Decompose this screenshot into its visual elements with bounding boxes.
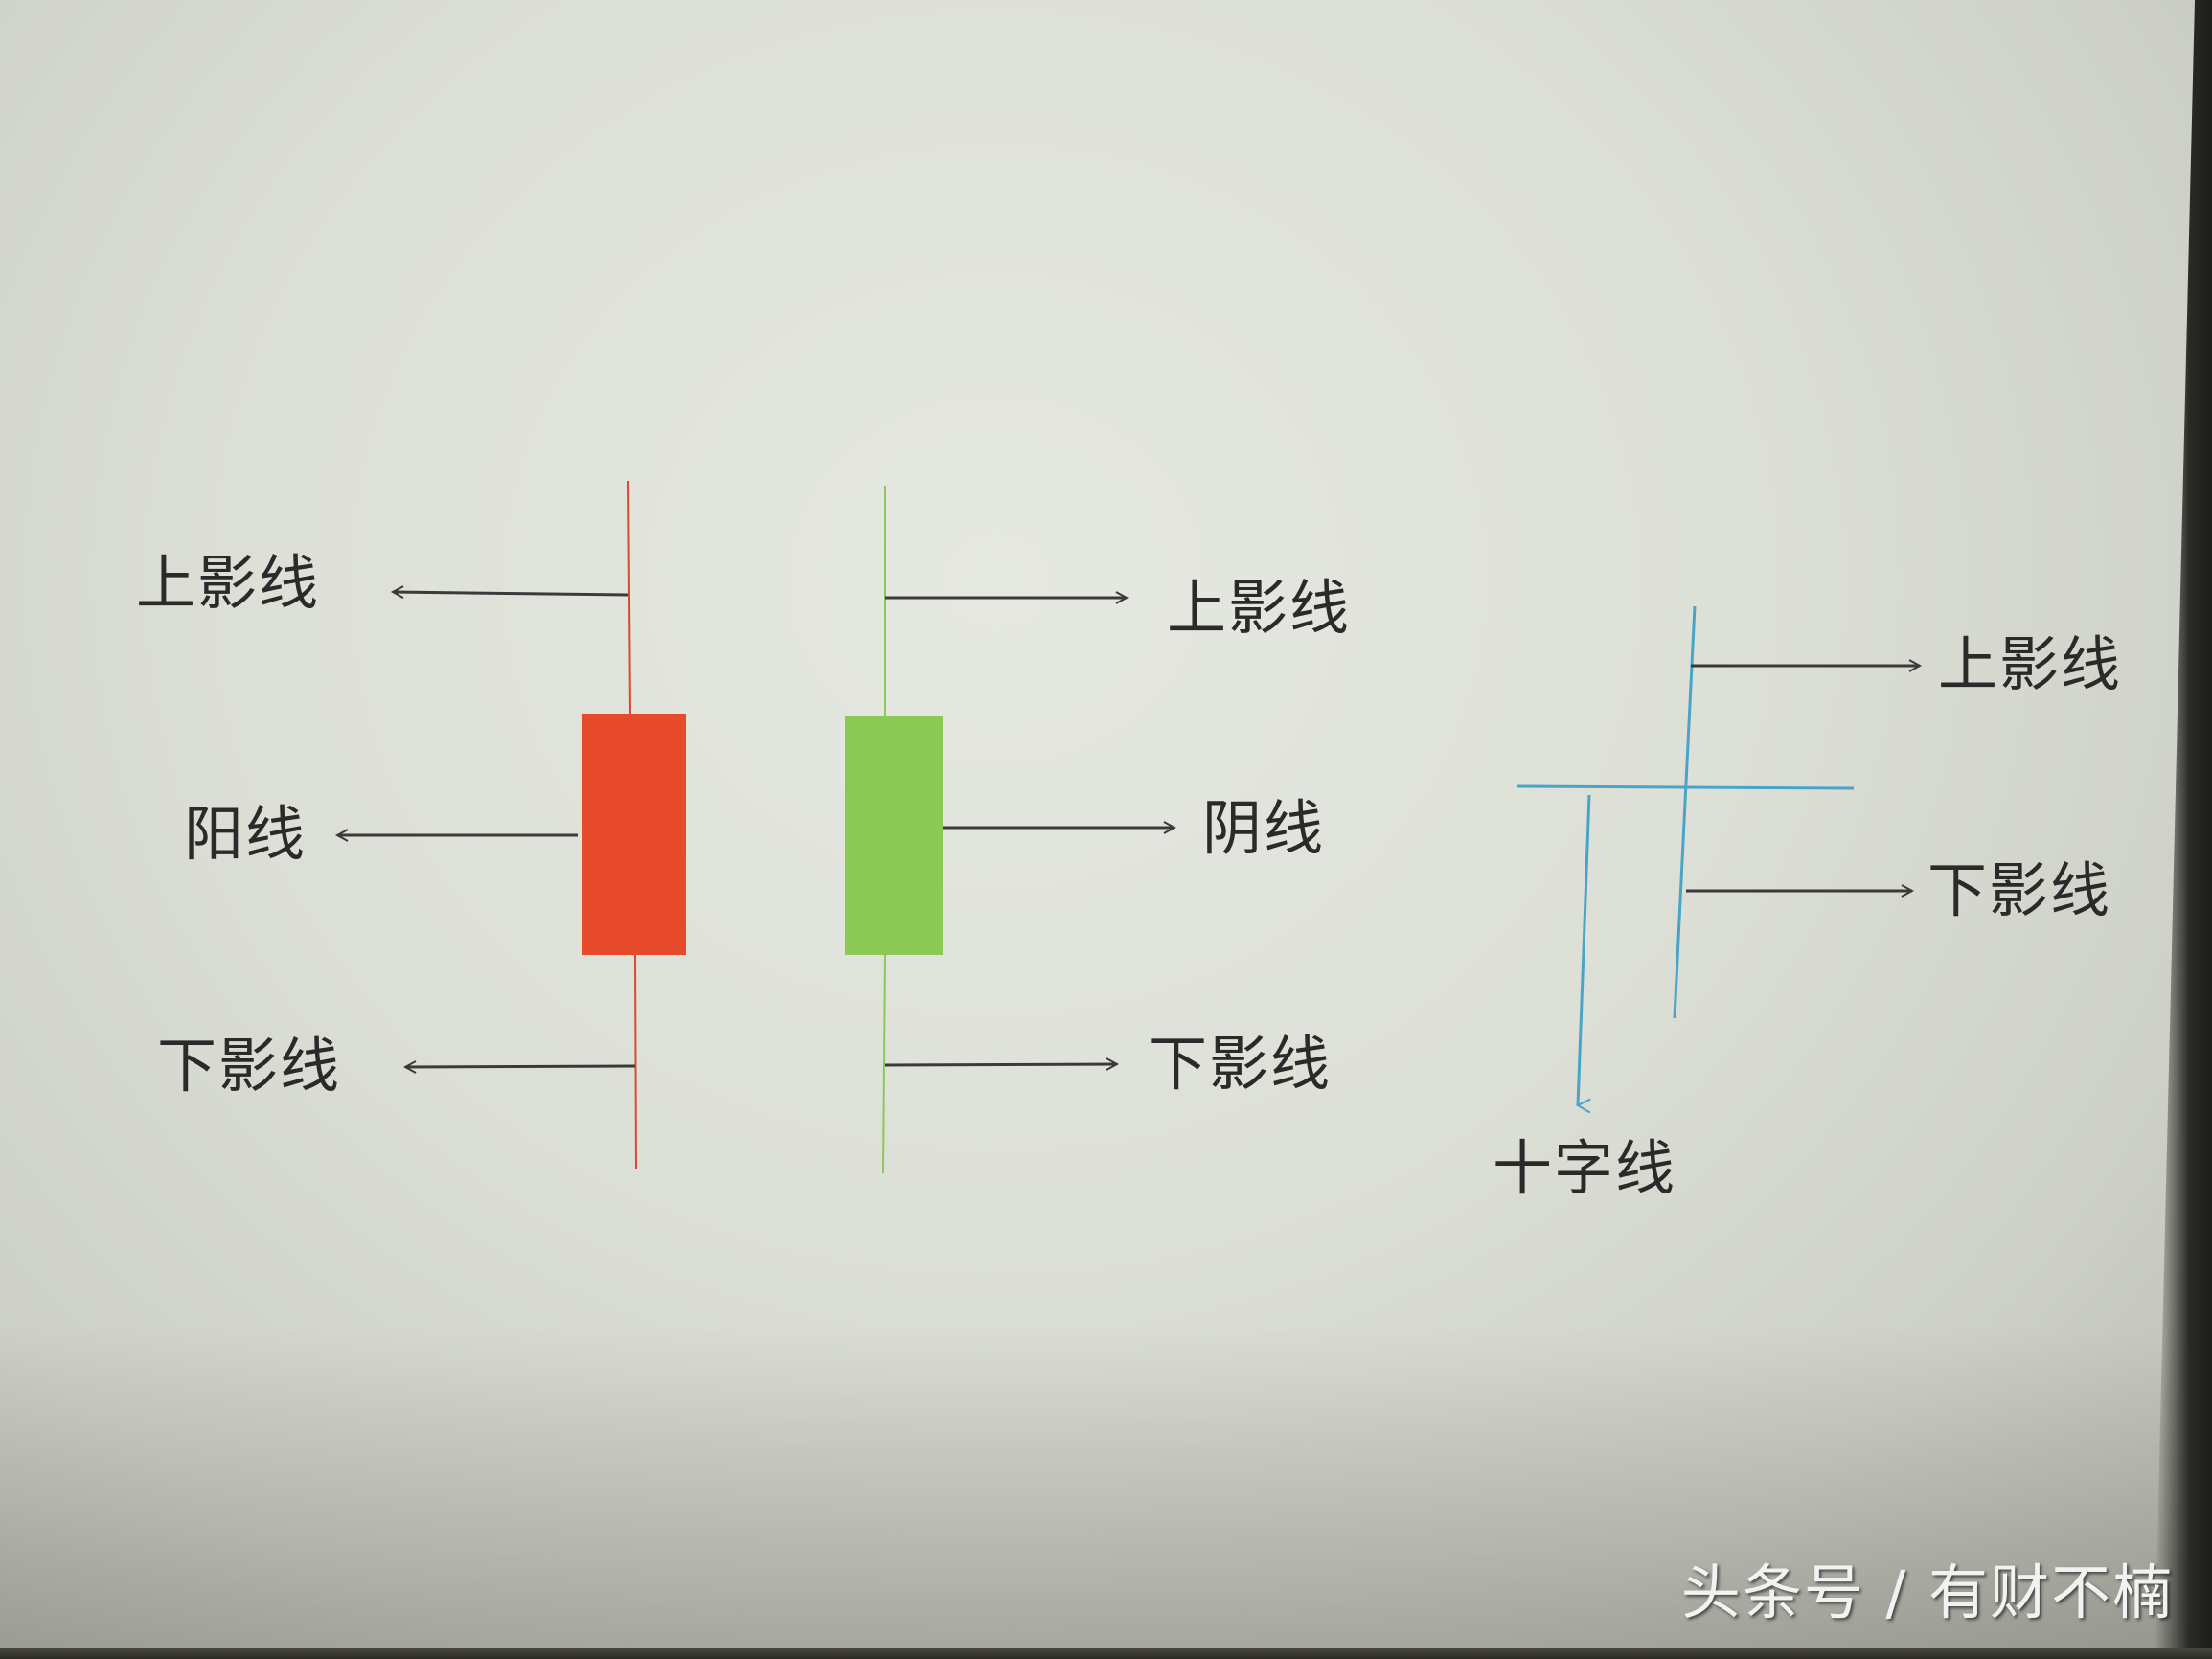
yin-body bbox=[845, 716, 943, 955]
doji-vertical-line bbox=[1673, 605, 1697, 1019]
yang-lower-wick bbox=[634, 954, 637, 1170]
doji-upper-shadow-label: 上影线 bbox=[1938, 629, 2123, 699]
doji-horizontal-line bbox=[1516, 784, 1855, 790]
yin-body-label: 阴线 bbox=[1202, 793, 1326, 863]
yin-candle bbox=[845, 486, 1174, 1174]
yang-candle bbox=[337, 480, 686, 1170]
monitor-bottom-edge bbox=[0, 1648, 2212, 1659]
yang-upper-wick bbox=[627, 480, 631, 716]
yin-upper-shadow-label: 上影线 bbox=[1167, 573, 1352, 643]
yang-upper-arrow bbox=[393, 592, 629, 595]
yang-upper-shadow-label: 上影线 bbox=[136, 548, 321, 618]
watermark: 头条号 / 有财不楠 bbox=[1680, 1557, 2174, 1627]
doji-cross-label: 十字线 bbox=[1493, 1133, 1677, 1203]
yang-lower-shadow-label: 下影线 bbox=[157, 1031, 342, 1101]
doji-label-arrow bbox=[1578, 794, 1589, 1105]
yang-lower-arrow bbox=[405, 1066, 636, 1067]
doji-candle bbox=[1516, 605, 1920, 1105]
yang-body bbox=[582, 714, 686, 955]
yin-lower-arrow bbox=[884, 1064, 1117, 1065]
yin-lower-shadow-label: 下影线 bbox=[1148, 1029, 1333, 1099]
doji-lower-shadow-label: 下影线 bbox=[1927, 855, 2112, 925]
yang-body-label: 阳线 bbox=[184, 799, 308, 869]
yin-lower-wick bbox=[882, 954, 886, 1174]
